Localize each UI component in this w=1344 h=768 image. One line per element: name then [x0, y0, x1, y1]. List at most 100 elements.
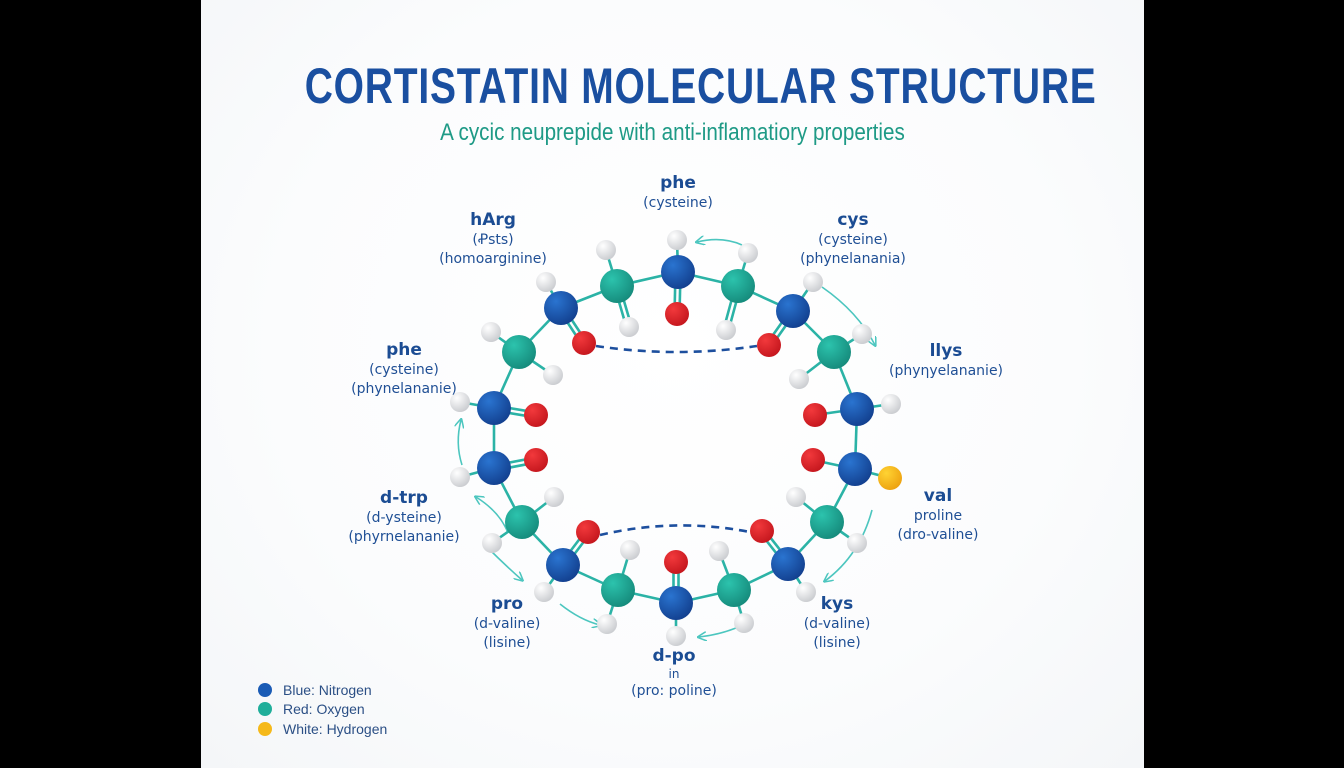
legend-item-hydrogen: White: Hydrogen	[258, 719, 387, 739]
diagram-canvas: CORTISTATIN MOLECULAR STRUCTURE A cycic …	[201, 0, 1144, 768]
residue-detail: (Ꝓsts)	[472, 232, 514, 248]
oxygen-atom	[576, 520, 600, 544]
residue-name: d-po	[652, 646, 696, 666]
hydrogen-atom	[597, 614, 617, 634]
residue-detail: (d-ysteine)	[366, 510, 442, 526]
residue-label-d-po: d-po in (pro: poline)	[631, 645, 717, 701]
hydrogen-atom	[789, 369, 809, 389]
oxygen-atom	[803, 403, 827, 427]
residue-label-cys: cys (cysteine) (phynelanania)	[800, 209, 906, 269]
legend-swatch	[258, 682, 272, 697]
oxygen-atom	[750, 519, 774, 543]
hydrogen-atom	[543, 365, 563, 385]
legend-label: Red: Oxygen	[283, 701, 365, 718]
residue-detail: proline	[913, 508, 963, 524]
hydrogen-atom	[847, 533, 867, 553]
residue-detail: (cysteine)	[643, 195, 713, 211]
page-title: CORTISTATIN MOLECULAR STRUCTURE	[304, 58, 1097, 114]
nitrogen-atom	[659, 586, 693, 620]
nitrogen-atom	[544, 291, 578, 325]
carbon-atom	[601, 573, 635, 607]
hydrogen-atom	[803, 272, 823, 292]
sulfur-atom	[878, 466, 902, 490]
residue-label-harg: hArg (Ꝓsts) (homoarginine)	[439, 209, 547, 269]
annotation-arrow	[699, 627, 737, 637]
oxygen-atom	[572, 331, 596, 355]
legend-label: White: Hydrogen	[283, 720, 388, 737]
oxygen-atom	[524, 448, 548, 472]
residue-label-phe-top: phe (cysteine)	[643, 172, 713, 213]
page-subtitle: A cycic neuprepide with anti-inflamatior…	[440, 119, 905, 146]
hydrogen-atom	[450, 392, 470, 412]
residue-name: d-trp	[380, 488, 428, 508]
hydrogen-atom	[852, 324, 872, 344]
legend-swatch	[258, 721, 272, 736]
residue-label-d-trp: d-trp (d-ysteine) (phyrnelananie)	[348, 487, 459, 547]
hydrogen-atom	[734, 613, 754, 633]
nitrogen-atom	[661, 255, 695, 289]
carbon-atom	[810, 505, 844, 539]
legend: Blue: Nitrogen Red: Oxygen White: Hydrog…	[258, 680, 387, 739]
molecule-diagram	[450, 230, 902, 646]
hydrogen-bond-dashed	[599, 524, 751, 537]
residue-detail: (cysteine)	[369, 362, 439, 378]
residue-label-phe-left: phe (cysteine) (phynelananie)	[351, 339, 457, 399]
annotation-arrow	[697, 240, 743, 246]
carbon-atom	[817, 335, 851, 369]
hydrogen-atom	[786, 487, 806, 507]
hydrogen-bond-dashed	[595, 344, 758, 354]
residue-detail: (phyrnelananie)	[348, 529, 460, 545]
hydrogen-atom	[450, 467, 470, 487]
carbon-atom	[721, 269, 755, 303]
residue-name: cys	[837, 210, 869, 230]
hydrogen-atom	[482, 533, 502, 553]
oxygen-atom	[757, 333, 781, 357]
hydrogen-atom	[619, 317, 639, 337]
hydrogen-atom	[738, 243, 758, 263]
residue-label-val: val proline (dro-valine)	[898, 485, 979, 545]
hydrogen-bonds	[595, 344, 758, 537]
nitrogen-atom	[838, 452, 872, 486]
residue-name: phe	[660, 173, 696, 193]
annotation-arrow	[821, 286, 875, 345]
oxygen-atom	[665, 302, 689, 326]
residue-name: pro	[490, 594, 524, 614]
hydrogen-atom	[667, 230, 687, 250]
residue-name: phe	[386, 340, 422, 360]
annotation-arrows	[458, 240, 875, 637]
legend-item-oxygen: Red: Oxygen	[258, 700, 387, 720]
annotation-arrow	[476, 497, 509, 534]
legend-item-nitrogen: Blue: Nitrogen	[258, 680, 387, 700]
annotation-arrow	[458, 420, 462, 466]
residue-detail: (phynelanania)	[800, 251, 906, 267]
residue-detail: (lisine)	[813, 635, 861, 651]
residue-detail: (phynelananie)	[351, 381, 457, 397]
residue-label-llys: llys (phyηyelananie)	[889, 340, 1003, 381]
nitrogen-atom	[477, 451, 511, 485]
nitrogen-atom	[771, 547, 805, 581]
atoms	[450, 230, 902, 646]
residue-name: kys	[820, 594, 854, 614]
nitrogen-atom	[546, 548, 580, 582]
residue-detail: (pro: poline)	[631, 683, 717, 699]
residue-detail: (cysteine)	[818, 232, 888, 248]
oxygen-atom	[524, 403, 548, 427]
residue-label-pro: pro (d-valine) (lisine)	[474, 593, 541, 653]
hydrogen-atom	[534, 582, 554, 602]
carbon-atom	[717, 573, 751, 607]
carbon-atom	[505, 505, 539, 539]
annotation-arrow	[559, 603, 600, 625]
hydrogen-atom	[536, 272, 556, 292]
nitrogen-atom	[840, 392, 874, 426]
residue-label-kys: kys (d-valine) (lisine)	[804, 593, 871, 653]
hydrogen-atom	[796, 582, 816, 602]
carbon-atom	[502, 335, 536, 369]
nitrogen-atom	[477, 391, 511, 425]
oxygen-atom	[664, 550, 688, 574]
oxygen-atom	[801, 448, 825, 472]
legend-swatch	[258, 702, 272, 717]
hydrogen-atom	[666, 626, 686, 646]
hydrogen-atom	[620, 540, 640, 560]
residue-detail: (phyηyelananie)	[888, 363, 1004, 379]
residue-detail: (d-valine)	[473, 616, 541, 632]
